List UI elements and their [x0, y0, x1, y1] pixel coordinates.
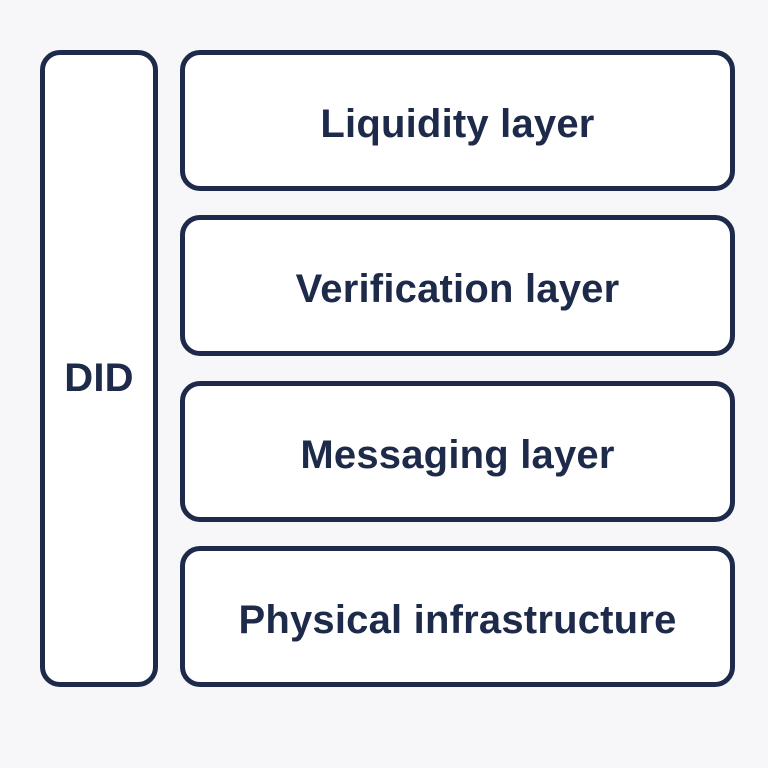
did-block: DID	[40, 50, 158, 687]
layer-label-physical-infrastructure: Physical infrastructure	[238, 597, 677, 642]
did-block-label: DID	[64, 356, 134, 400]
layers-column: Liquidity layer Verification layer Messa…	[180, 50, 735, 687]
layer-box-physical-infrastructure: Physical infrastructure	[180, 545, 735, 687]
layer-box-verification: Verification layer	[180, 215, 735, 357]
layer-box-messaging: Messaging layer	[180, 380, 735, 522]
layer-box-liquidity: Liquidity layer	[180, 50, 735, 191]
layer-label-verification: Verification layer	[295, 267, 620, 312]
layer-label-messaging: Messaging layer	[300, 432, 615, 477]
layer-label-liquidity: Liquidity layer	[320, 102, 595, 146]
